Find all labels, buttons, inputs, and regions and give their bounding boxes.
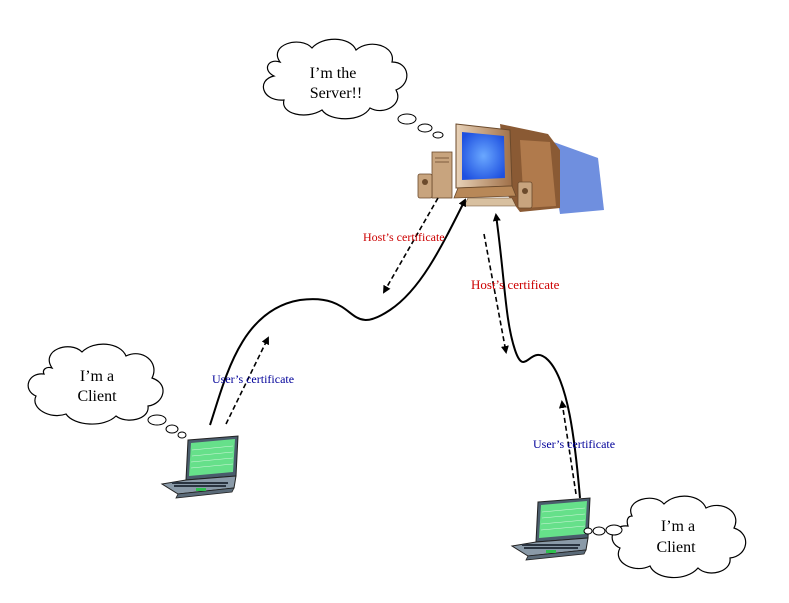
left-link-line: [209, 198, 466, 426]
user-cert-label-right: User’s certificate: [533, 437, 615, 451]
host-cert-arrow-left: [383, 197, 439, 294]
user-cert-label-left: User’s certificate: [212, 372, 294, 386]
right-laptop-icon: [510, 497, 591, 561]
host-cert-label-left: Host’s certificate: [363, 230, 445, 244]
server-bubble-line2: Server!!: [310, 85, 362, 102]
server-computer-icon: [417, 123, 604, 214]
left-connection: Host’s certificate User’s certificate: [209, 197, 466, 426]
left-client-thought-bubble: I’m a Client: [27, 343, 187, 439]
right-client-thought-bubble: I’m a Client: [583, 495, 747, 579]
right-connection: Host’s certificate User’s certificate: [471, 213, 615, 499]
left-client-bubble-line1: I’m a: [80, 368, 114, 385]
host-cert-label-right: Host’s certificate: [471, 277, 560, 292]
left-client-bubble-line2: Client: [77, 388, 117, 405]
right-client-bubble-line2: Client: [656, 539, 696, 556]
left-laptop-icon: [160, 435, 239, 499]
server-bubble-line1: I’m the: [310, 65, 357, 82]
right-link-line: [492, 213, 581, 499]
server-thought-bubble: I’m the Server!!: [262, 38, 444, 139]
right-client-bubble-line1: I’m a: [661, 518, 695, 535]
host-cert-arrow-right: [483, 233, 509, 354]
